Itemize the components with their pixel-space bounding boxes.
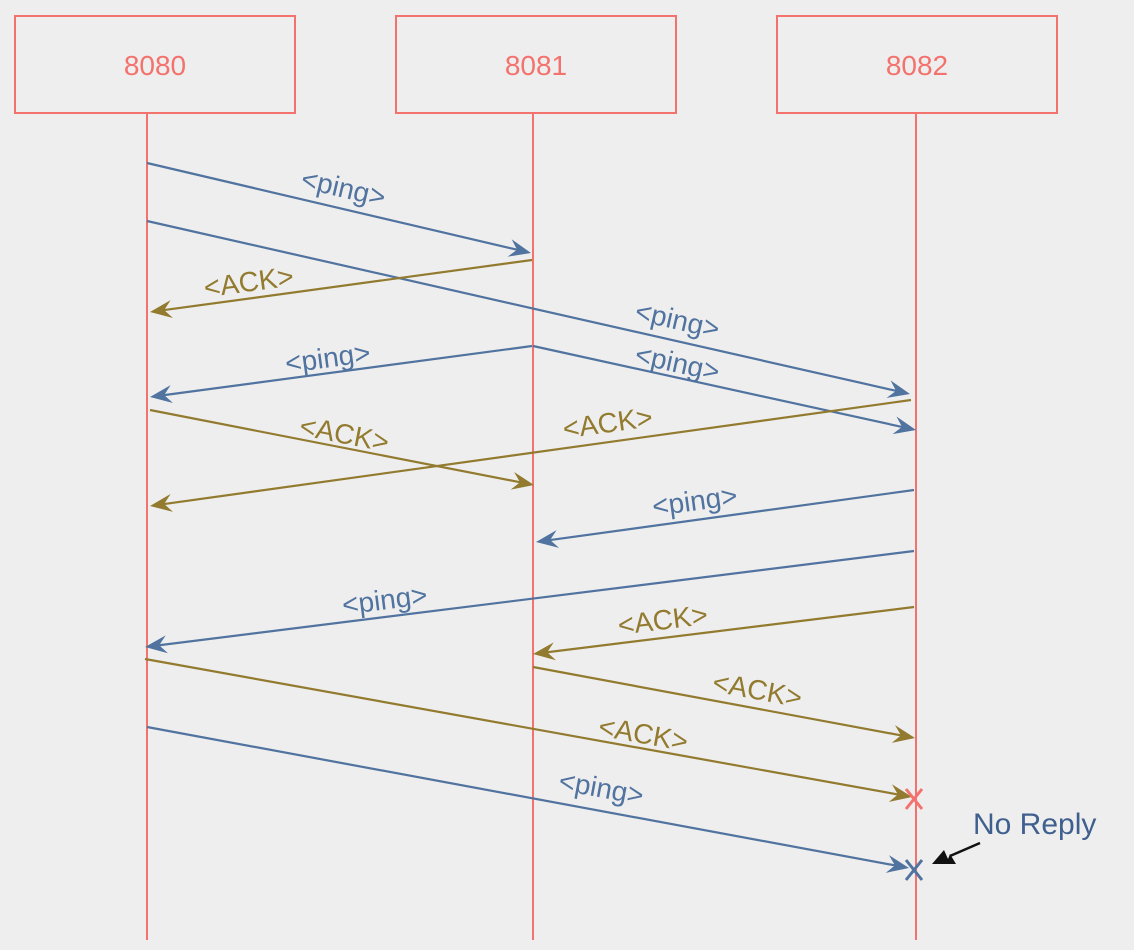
arrowhead-icon — [886, 380, 910, 398]
message-3-ack-8081-to-8080: <ACK> — [150, 258, 533, 318]
no-reply-label: No Reply — [973, 808, 1096, 841]
message-13-ping-8080-to-8082: <ping> — [146, 725, 924, 881]
message-9-ping-8082-to-8080: <ping> — [145, 549, 915, 654]
message-line — [149, 408, 522, 484]
message-4-ping-8081-to-8080: <ping> — [150, 337, 533, 404]
message-label: <ping> — [340, 579, 429, 620]
participant-label-8082: 8082 — [886, 50, 948, 81]
arrowhead-icon — [892, 416, 916, 435]
message-8-ping-8082-to-8081: <ping> — [536, 480, 915, 548]
message-line — [545, 605, 915, 654]
participant-box-8080 — [14, 15, 296, 114]
message-line — [532, 344, 904, 429]
message-line — [162, 258, 533, 312]
message-line — [146, 725, 897, 867]
message-line — [157, 549, 915, 647]
participant-8081: 8081 — [395, 15, 677, 940]
participant-box-8081 — [395, 15, 677, 114]
arrowhead-icon — [533, 642, 556, 661]
arrowhead-icon — [150, 385, 173, 404]
participant-label-8081: 8081 — [505, 50, 567, 81]
message-line — [162, 344, 533, 397]
participant-label-8080: 8080 — [124, 50, 186, 81]
message-label: <ACK> — [202, 260, 296, 303]
message-label: <ACK> — [596, 711, 690, 757]
participant-box-8082 — [776, 15, 1058, 114]
message-line — [146, 219, 898, 393]
arrowhead-icon — [891, 725, 915, 743]
message-line — [162, 398, 912, 506]
message-label: <ping> — [283, 337, 372, 379]
message-2-ping-8080-to-8082: <ping> — [146, 219, 910, 398]
message-label: <ACK> — [297, 410, 392, 458]
message-label: <ping> — [632, 339, 722, 388]
lost-message-x-icon — [904, 788, 924, 810]
arrowhead-icon — [510, 471, 534, 490]
message-1-ping-8080-to-8081: <ping> — [146, 161, 531, 257]
arrowhead-icon — [888, 784, 912, 802]
arrowhead-icon — [145, 635, 168, 654]
arrowhead-icon — [150, 300, 174, 318]
message-11-ack-8081-to-8082: <ACK> — [532, 665, 915, 743]
note-pointer-arrowhead-icon — [932, 850, 956, 864]
message-line — [146, 161, 519, 252]
lost-message-x-icon — [904, 859, 924, 881]
message-label: <ACK> — [710, 666, 804, 713]
participant-8080: 8080 — [14, 15, 296, 940]
arrowhead-icon — [150, 494, 174, 512]
note-pointer-line — [949, 841, 981, 858]
arrowhead-icon — [536, 530, 560, 548]
message-label: <ping> — [298, 163, 388, 213]
message-label: <ping> — [556, 765, 646, 811]
no-reply-note: No Reply — [932, 808, 1096, 864]
message-line — [144, 657, 900, 796]
message-line — [548, 488, 915, 542]
message-6-ack-8080-to-8081: <ACK> — [149, 408, 534, 490]
message-10-ack-8082-to-8081: <ACK> — [533, 599, 915, 661]
arrowhead-icon — [885, 855, 909, 873]
message-line — [532, 665, 903, 737]
message-7-ack-8082-to-8080: <ACK> — [150, 398, 912, 512]
arrowhead-icon — [507, 239, 531, 257]
message-label: <ping> — [632, 295, 722, 344]
